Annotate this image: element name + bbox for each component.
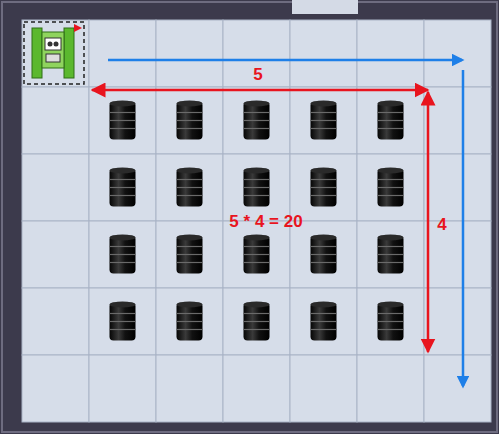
floor-tile	[424, 154, 491, 221]
barrel	[110, 168, 136, 207]
floor-tile	[424, 288, 491, 355]
floor-tile	[223, 154, 290, 221]
barrel	[177, 101, 203, 140]
floor-tile	[290, 87, 357, 154]
floor-tile	[156, 288, 223, 355]
floor-tile	[89, 20, 156, 87]
floor-tile	[89, 221, 156, 288]
floor-tile	[89, 87, 156, 154]
barrel	[110, 235, 136, 274]
floor-tile	[22, 221, 89, 288]
floor-tile	[223, 221, 290, 288]
floor-tile	[357, 87, 424, 154]
path-arrow	[462, 70, 465, 386]
dimension-arrow	[427, 92, 430, 352]
barrel	[110, 101, 136, 140]
barrel	[311, 235, 337, 274]
floor-tile	[223, 355, 290, 422]
floor-tile	[357, 355, 424, 422]
dimension-label: 4	[437, 216, 446, 235]
barrel	[311, 168, 337, 207]
barrel	[311, 101, 337, 140]
floor-tile	[290, 355, 357, 422]
path-arrow	[108, 59, 462, 62]
floor-tile	[357, 221, 424, 288]
floor-tile	[357, 154, 424, 221]
barrel	[244, 101, 270, 140]
floor-tile	[22, 87, 89, 154]
floor-tile	[290, 288, 357, 355]
floor-tile	[290, 221, 357, 288]
floor-tile	[89, 355, 156, 422]
barrel	[244, 302, 270, 341]
floor-tile	[156, 20, 223, 87]
floor-tile	[223, 20, 290, 87]
floor-tile	[357, 288, 424, 355]
floor-tile	[424, 87, 491, 154]
floor-tile	[290, 154, 357, 221]
floor-tile	[424, 20, 491, 87]
barrel	[311, 302, 337, 341]
barrel	[378, 235, 404, 274]
floor-tile	[22, 288, 89, 355]
floor-tile	[156, 355, 223, 422]
barrel	[110, 302, 136, 341]
floor-tile	[89, 154, 156, 221]
floor-tile	[156, 154, 223, 221]
floor-tile	[156, 221, 223, 288]
floor-tile	[89, 288, 156, 355]
floor-tile	[156, 87, 223, 154]
barrel	[177, 302, 203, 341]
barrel	[244, 235, 270, 274]
floor-tile	[22, 355, 89, 422]
floor-tile	[424, 355, 491, 422]
barrel	[378, 302, 404, 341]
floor-tile	[223, 288, 290, 355]
floor-tile	[22, 154, 89, 221]
barrel	[177, 168, 203, 207]
barrel	[177, 235, 203, 274]
floor-tile	[22, 20, 89, 87]
barrel	[244, 168, 270, 207]
floor-tile	[424, 221, 491, 288]
floor-tile	[357, 20, 424, 87]
floor-tile	[223, 87, 290, 154]
barrel	[378, 168, 404, 207]
dimension-arrow	[92, 89, 428, 92]
dimension-label: 5	[253, 66, 262, 85]
barrel	[378, 101, 404, 140]
floor-tile	[290, 20, 357, 87]
robot-icon	[24, 22, 84, 84]
wall-gap	[292, 0, 358, 14]
formula-label: 5 * 4 = 20	[229, 213, 302, 232]
